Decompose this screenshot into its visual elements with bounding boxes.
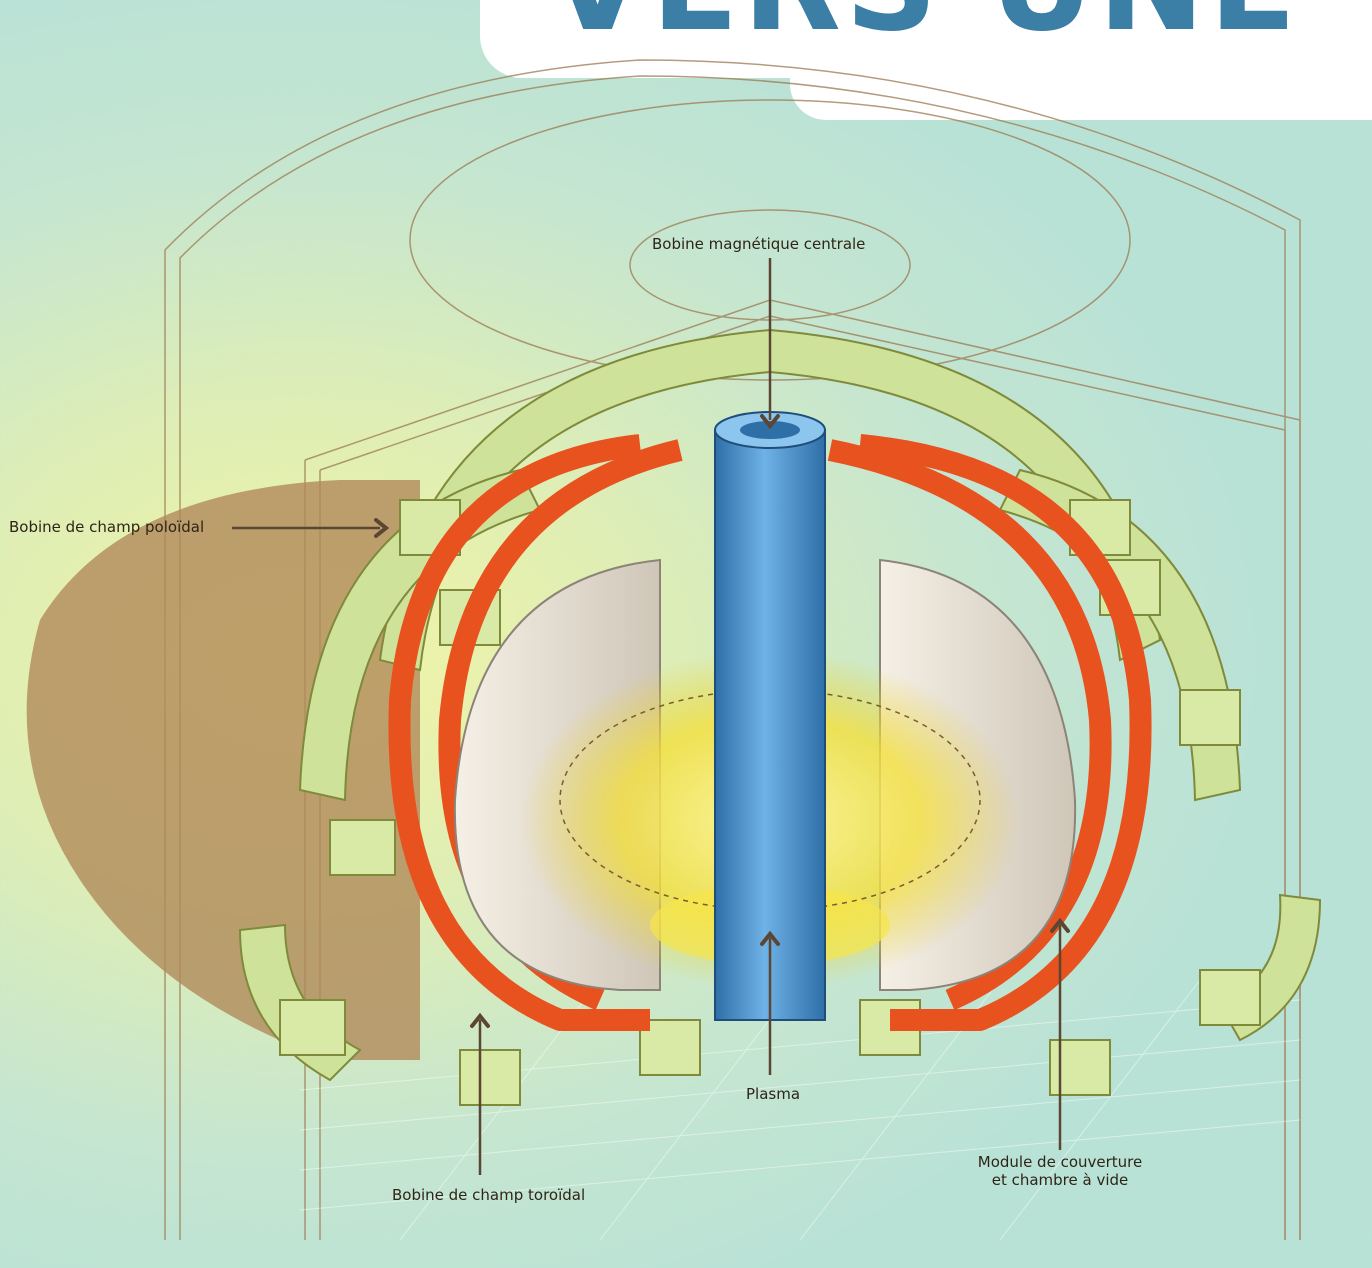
label-blanket-line1: Module de couverture: [968, 1153, 1152, 1171]
label-toroidal-coil: Bobine de champ toroïdal: [392, 1186, 585, 1204]
label-poloidal-coil: Bobine de champ poloïdal: [9, 518, 204, 536]
label-blanket-line2: et chambre à vide: [968, 1171, 1152, 1189]
cast-shadow: [27, 480, 420, 1060]
label-plasma: Plasma: [746, 1085, 800, 1103]
label-central-coil: Bobine magnétique centrale: [652, 235, 865, 253]
label-blanket-module: Module de couverture et chambre à vide: [968, 1153, 1152, 1189]
